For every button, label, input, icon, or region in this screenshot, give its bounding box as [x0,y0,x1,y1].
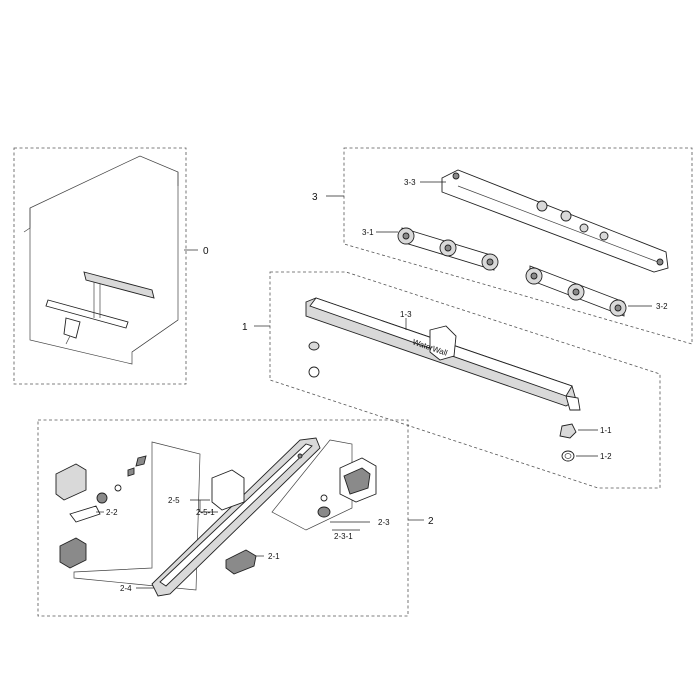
group-0-tub-assembly: 0 [13,147,209,385]
callout-2-5: 2-5 [168,496,180,505]
callout-1: 1 [242,322,248,333]
callout-3-1: 3-1 [362,228,374,237]
group-2-frame [37,419,409,617]
callout-3: 3 [312,192,318,203]
callout-2-3: 2-3 [378,518,390,527]
tub-lower-spray-arm [45,299,129,329]
tub-upper-spray-arm [83,271,155,299]
part-2-2-bracket [69,505,101,523]
part-2-1-clip [225,549,257,575]
callout-3-2: 3-2 [656,302,668,311]
callout-1-3: 1-3 [400,310,412,319]
callout-0: 0 [203,246,209,257]
callout-2-2: 2-2 [106,508,118,517]
part-1-2-o-ring [561,450,575,462]
callout-2-1: 2-1 [268,552,280,561]
callout-1-1: 1-1 [600,426,612,435]
callout-1-2: 1-2 [600,452,612,461]
panel-right [271,439,353,531]
callout-2-5-1: 2-5-1 [196,508,215,517]
group-0-frame [13,147,187,385]
part-3-3-rail [441,169,669,273]
group-3-water-rail-assembly: 3-3 3-1 3-2 3 [312,147,693,345]
panel-left [73,441,201,591]
tub-outline [29,155,179,365]
callout-2-3-1: 2-3-1 [334,532,353,541]
group-1-spray-arm-assembly: WaterWall 1-3 1-1 1-2 1 [242,271,661,489]
part-connector-left [59,537,87,569]
part-1-1-nut [559,423,577,439]
part-2-3-1-gasket [317,506,331,518]
callout-2: 2 [428,516,434,527]
callout-3-3: 3-3 [404,178,416,187]
group-2-duct-assembly: 2-4 2-2 2-5 2-5-1 2-1 2-3 2-3-1 [37,419,434,617]
callout-2-4: 2-4 [120,584,132,593]
part-2-5-housing [211,469,245,511]
group-3-frame [343,147,693,345]
part-filter-cap [55,463,87,501]
